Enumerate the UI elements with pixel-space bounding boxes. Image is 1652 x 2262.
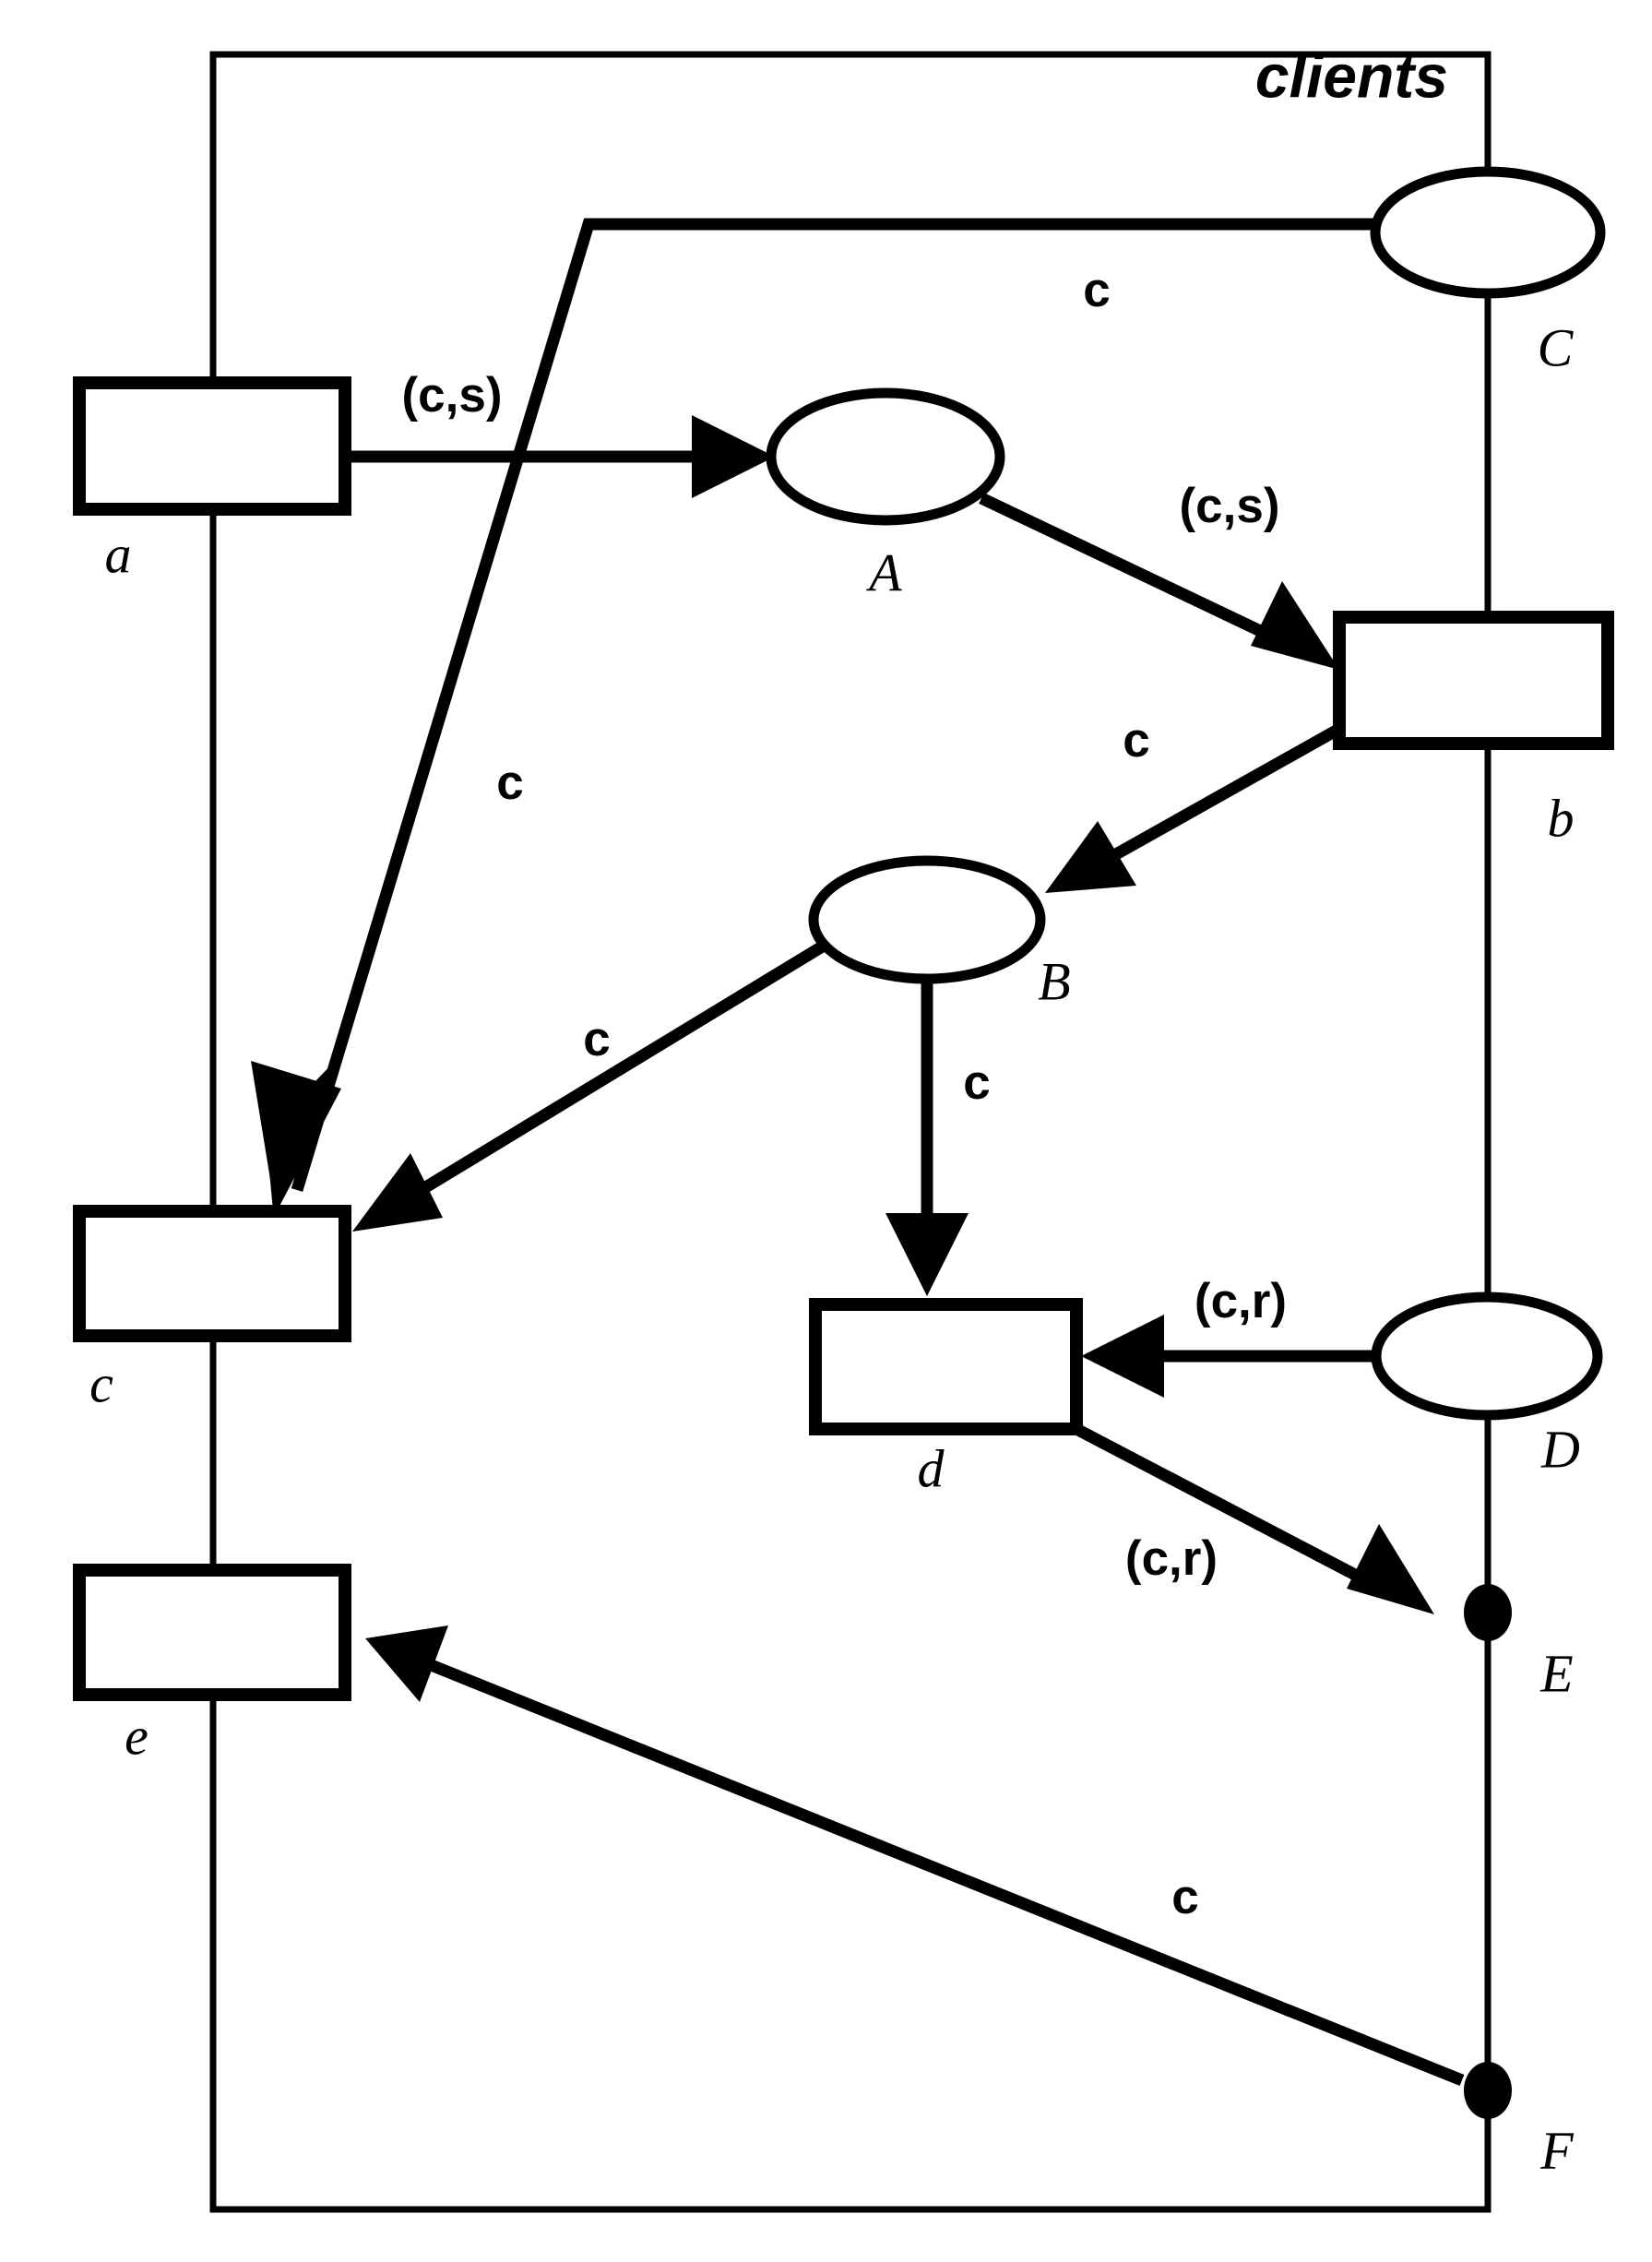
arc-b-to-B-arrowhead <box>1045 821 1136 893</box>
place-C[interactable] <box>1370 166 1606 299</box>
place-A-label: A <box>865 542 902 602</box>
place-B[interactable] <box>808 855 1046 984</box>
arc-F-to-e-line <box>422 1656 1465 2087</box>
transition-b[interactable] <box>1333 611 1614 750</box>
arc-label-F-to-e: c <box>1171 1870 1198 1924</box>
arc-C-to-c-arrowhead-solid <box>251 1061 341 1213</box>
arc-label-d-to-E: (c,r) <box>1125 1531 1218 1586</box>
arc-C-to-c-path <box>291 218 1375 1192</box>
transition-d-label: d <box>918 1438 945 1498</box>
transition-e[interactable] <box>73 1564 351 1701</box>
arc-label-C-to-c: c <box>1083 263 1110 317</box>
arc-B-to-c-line <box>402 937 832 1205</box>
arc-B-to-c-arrowhead <box>352 1153 443 1232</box>
place-D[interactable] <box>1371 1292 1603 1421</box>
token-place-F-label: F <box>1539 2120 1574 2180</box>
arc-label-B-to-c: c <box>583 1012 610 1066</box>
arc-F-to-e-arrowhead <box>365 1625 448 1702</box>
arc-d-to-E-arrowhead <box>1347 1524 1434 1614</box>
place-B-label: B <box>1038 951 1070 1011</box>
arc-label-B-to-d: c <box>963 1055 990 1110</box>
place-D-label: D <box>1540 1419 1580 1479</box>
arc-b-to-B-line <box>1089 723 1343 873</box>
arc-A-to-b-arrowhead <box>1251 581 1339 670</box>
token-place-F[interactable] <box>1464 2062 1512 2119</box>
arc-a-to-A-arrowhead <box>692 415 775 498</box>
arc-label-a-to-A: (c,s) <box>402 368 503 423</box>
arc-label-A-to-b: (c,s) <box>1180 479 1280 533</box>
transition-b-label: b <box>1548 788 1575 848</box>
arc-label-D-to-d: (c,r) <box>1194 1274 1287 1328</box>
arc-label-a-branch-to-c: c <box>496 756 523 810</box>
transition-d[interactable] <box>809 1298 1083 1435</box>
arc-d-to-E-line <box>1073 1423 1378 1590</box>
transition-a-label: a <box>105 524 132 584</box>
place-A[interactable] <box>766 387 1005 526</box>
token-place-E-label: E <box>1539 1643 1573 1703</box>
arc-D-to-d-arrowhead <box>1081 1315 1164 1398</box>
arc-A-to-b-line <box>979 493 1294 651</box>
arc-label-b-to-B: c <box>1123 713 1149 768</box>
place-C-label: C <box>1538 317 1575 377</box>
transition-c-label: c <box>89 1353 113 1413</box>
token-place-E[interactable] <box>1464 1584 1512 1641</box>
frame-title-label: clients <box>1255 42 1448 110</box>
transition-e-label: e <box>125 1706 149 1766</box>
transition-c[interactable] <box>73 1205 351 1342</box>
transition-a[interactable] <box>73 376 351 516</box>
arc-B-to-d-arrowhead <box>885 1213 969 1296</box>
